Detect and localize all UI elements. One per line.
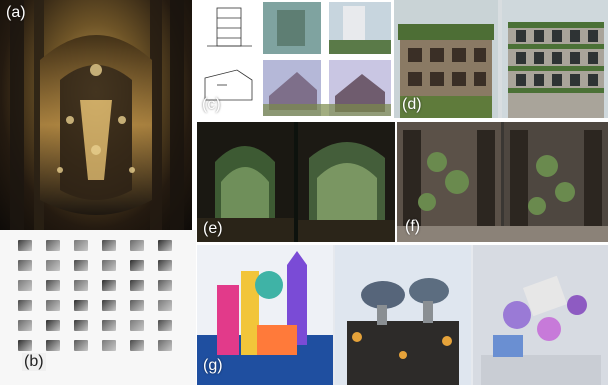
shape-variant: [18, 320, 32, 331]
shape-variant: [74, 300, 88, 311]
panel-d-green-facades: (d): [394, 0, 608, 118]
panel-e-label: (e): [203, 220, 223, 237]
shape-variant: [130, 260, 144, 271]
panel-a-illustration: [10, 0, 184, 230]
shape-variant: [158, 340, 172, 351]
shape-variant: [102, 340, 116, 351]
shape-variant: [46, 240, 60, 251]
shape-variant: [18, 340, 32, 351]
panel-d-illustration: [394, 0, 608, 118]
shape-variant: [46, 260, 60, 271]
shape-variant: [74, 260, 88, 271]
shape-variant: [74, 280, 88, 291]
shape-variant: [74, 340, 88, 351]
panel-c-sketch-to-render: (c): [197, 0, 393, 118]
panel-e-illustration: [197, 122, 395, 242]
shape-variant: [158, 280, 172, 291]
shape-variant: [130, 340, 144, 351]
panel-d-label: (d): [402, 96, 422, 113]
shape-variant: [158, 320, 172, 331]
shape-variant: [102, 260, 116, 271]
shape-variant: [18, 280, 32, 291]
panel-b-label: (b): [22, 353, 46, 371]
shape-variant: [46, 320, 60, 331]
shape-variant: [46, 300, 60, 311]
shape-variant: [18, 260, 32, 271]
shape-variant: [46, 340, 60, 351]
shape-variant: [18, 240, 32, 251]
panel-c-label: (c): [202, 96, 221, 113]
shape-variant: [102, 240, 116, 251]
shape-variant: [158, 240, 172, 251]
panel-f-label: (f): [405, 218, 421, 235]
shape-variant: [130, 280, 144, 291]
shape-variant: [130, 240, 144, 251]
shape-variant: [102, 320, 116, 331]
panel-f-illustration: [397, 122, 608, 242]
panel-a-ornate-structure: (a): [0, 0, 192, 230]
panel-a-label: (a): [6, 4, 26, 21]
shape-variant: [130, 320, 144, 331]
shape-variant: [130, 300, 144, 311]
panel-g-label: (g): [203, 357, 223, 374]
shape-variant: [74, 240, 88, 251]
shape-variant: [158, 260, 172, 271]
shape-variant: [74, 320, 88, 331]
shape-variant: [102, 280, 116, 291]
panel-c-illustration: [204, 2, 391, 116]
shape-variant: [18, 300, 32, 311]
panel-e-forest-arches: (e): [197, 122, 395, 242]
shape-variant: [46, 280, 60, 291]
shape-variant: [102, 300, 116, 311]
panel-b-shape-grid: (b): [0, 230, 196, 385]
panel-g-illustration: [197, 245, 608, 385]
shape-variant: [158, 300, 172, 311]
panel-g-3d-models: (g): [197, 245, 608, 385]
panel-f-courtyard: (f): [397, 122, 608, 242]
